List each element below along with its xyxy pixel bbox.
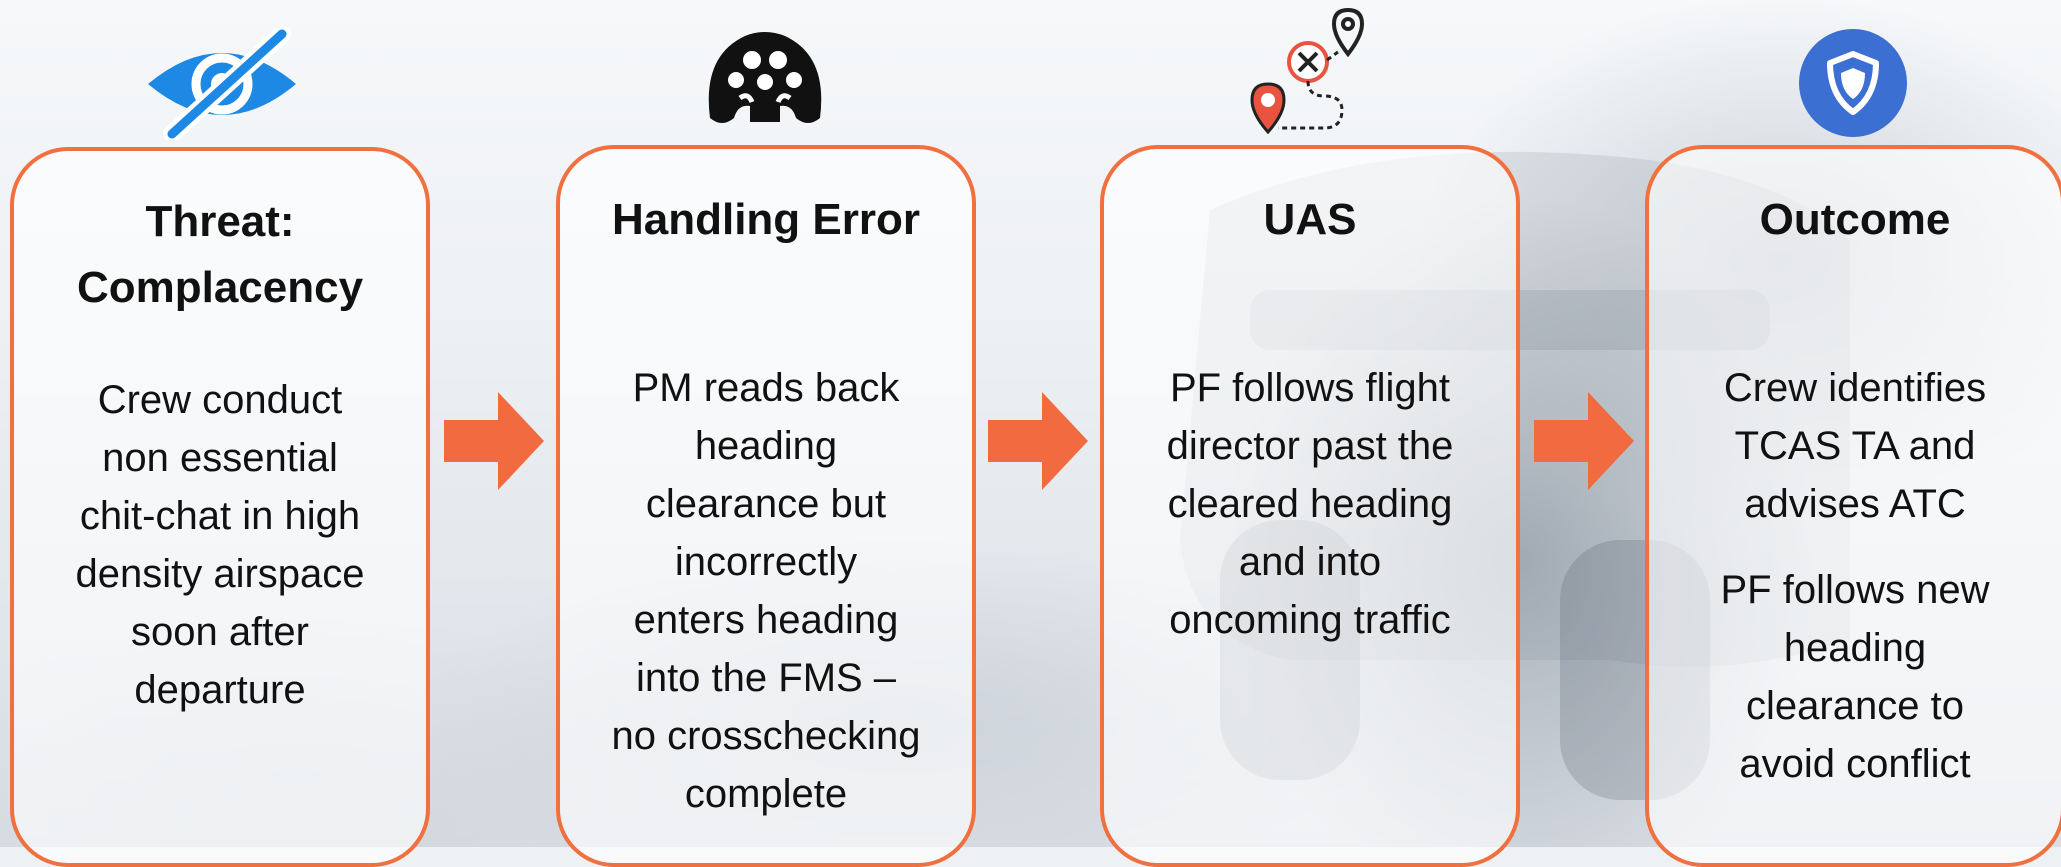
body-line: clearance but <box>645 482 887 526</box>
uas-box: UAS PF follows flight director past the … <box>1100 145 1520 867</box>
body-line: enters heading <box>633 598 899 642</box>
threat-box: Threat: Complacency Crew conduct non ess… <box>10 147 430 867</box>
body-line: clearance to <box>1746 684 1964 728</box>
flow-arrow-1 <box>444 392 544 490</box>
body-line: departure <box>134 668 306 712</box>
body-line: heading <box>694 424 838 468</box>
threat-title: Threat: Complacency <box>76 197 364 312</box>
handling-error-description: PM reads back heading clearance but inco… <box>574 359 958 823</box>
body-line: Crew identifies <box>1723 366 1987 410</box>
brain-icon <box>708 32 822 123</box>
handling-error-box: Handling Error PM reads back heading cle… <box>556 145 976 867</box>
handling-error-title: Handling Error <box>611 195 921 244</box>
paragraph-spacer <box>1663 533 2047 561</box>
body-line: heading <box>1783 626 1927 670</box>
body-line: TCAS TA and <box>1734 424 1976 468</box>
outcome-description: Crew identifies TCAS TA and advises ATC … <box>1663 359 2047 793</box>
body-line: non essential <box>102 436 338 480</box>
body-line: chit-chat in high <box>79 494 361 538</box>
body-line: advises ATC <box>1744 482 1966 526</box>
uas-description: PF follows flight director past the clea… <box>1118 359 1502 649</box>
body-line: PF follows new <box>1720 568 1990 612</box>
flow-arrow-3 <box>1534 392 1634 490</box>
body-line: director past the <box>1166 424 1454 468</box>
body-line: oncoming traffic <box>1169 598 1451 642</box>
body-line: into the FMS – <box>635 656 897 700</box>
outcome-title: Outcome <box>1759 195 1951 244</box>
route-pins-icon <box>1250 7 1365 135</box>
uas-title: UAS <box>1263 195 1357 244</box>
body-line: density airspace <box>75 552 365 596</box>
body-line: PM reads back <box>632 366 900 410</box>
eye-slash-icon <box>148 28 296 140</box>
shield-icon <box>1799 29 1907 137</box>
body-line: no crosschecking <box>611 714 921 758</box>
body-line: cleared heading <box>1167 482 1453 526</box>
threat-description: Crew conduct non essential chit-chat in … <box>28 371 412 719</box>
body-line: incorrectly <box>674 540 858 584</box>
outcome-box: Outcome Crew identifies TCAS TA and advi… <box>1645 145 2061 867</box>
body-line: complete <box>684 772 848 816</box>
body-line: PF follows flight <box>1169 366 1451 410</box>
body-line: Crew conduct <box>97 378 343 422</box>
body-line: soon after <box>131 610 309 654</box>
body-line: and into <box>1238 540 1382 584</box>
body-line: avoid conflict <box>1739 742 1971 786</box>
flow-arrow-2 <box>988 392 1088 490</box>
